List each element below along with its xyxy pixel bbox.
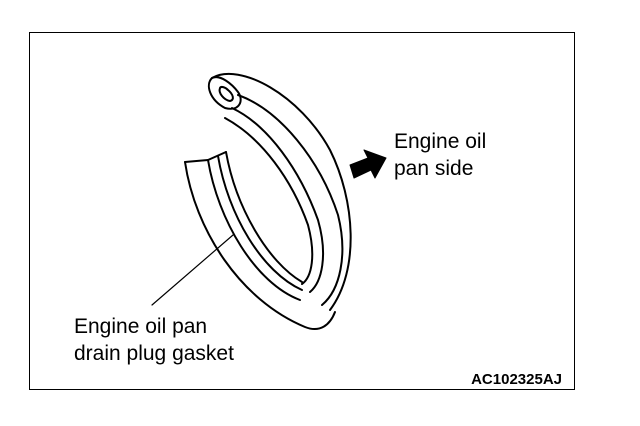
side-label-line-1: Engine oil — [394, 130, 487, 153]
ring-outer-lower — [184, 161, 336, 331]
ring-inner-lower-2 — [217, 155, 303, 291]
ring-inner-lower-3 — [225, 151, 303, 283]
right-arrow-icon — [349, 149, 387, 179]
ring-upper-cross-section — [207, 76, 242, 110]
gasket-label-line-2: drain plug gasket — [74, 342, 234, 365]
figure-code: AC102325AJ — [471, 371, 562, 388]
drain-plug-gasket-label: Engine oil pan drain plug gasket — [74, 313, 234, 367]
gasket-label-line-1: Engine oil pan — [74, 315, 208, 338]
side-label-line-2: pan side — [394, 157, 474, 180]
ring-inner-lower-1 — [207, 159, 301, 301]
ring-inner-upper-2 — [231, 107, 325, 293]
ring-outer-upper — [211, 72, 352, 311]
ring-break-lower-inner — [207, 151, 227, 161]
ring-inner-upper-3 — [224, 117, 314, 285]
ring-break-lower-end — [184, 159, 209, 163]
gasket-leader-line — [151, 234, 234, 306]
ring-inner-upper-1 — [237, 94, 344, 306]
engine-oil-pan-side-label: Engine oil pan side — [394, 128, 486, 182]
ring-upper-cross-section-inner — [218, 85, 234, 102]
